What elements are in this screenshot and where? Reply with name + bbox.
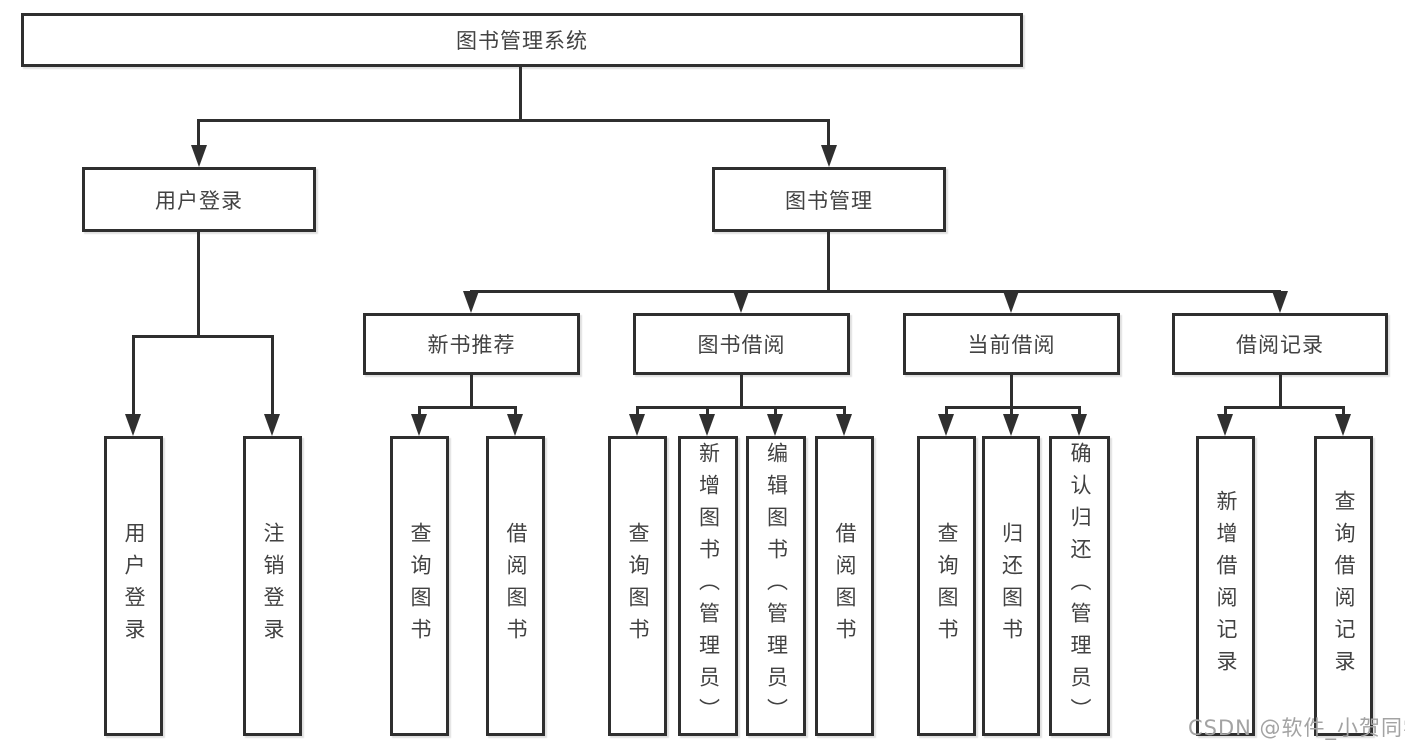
arrow-down-icon [821,145,837,167]
leaf-add-borrow-record: 新增借阅记录 [1196,436,1255,736]
connector-line [827,119,830,147]
leaf-borrowing-borrow-books: 借阅图书 [815,436,874,736]
arrow-down-icon [463,291,479,313]
connector-line [774,406,777,417]
leaf-logout: 注销登录 [243,436,302,736]
connector-line [740,375,743,407]
node-user-login: 用户登录 [82,167,316,232]
leaf-label: 确认归还（管理员） [1068,442,1092,730]
connector-line [1224,406,1227,417]
leaf-label: 归还图书 [999,522,1024,650]
node-label: 图书管理系统 [456,29,588,53]
leaf-label: 借阅图书 [833,522,857,650]
arrow-down-icon [1071,414,1087,436]
leaf-label: 新增借阅记录 [1214,490,1238,682]
leaf-return-books: 归还图书 [982,436,1040,736]
csdn-watermark: CSDN @软件_小贺同学 [1188,716,1405,740]
arrow-down-icon [264,414,280,436]
connector-line [827,232,830,291]
arrow-down-icon [629,414,645,436]
connector-line [1224,406,1345,409]
connector-line [470,290,1281,293]
arrow-down-icon [191,145,207,167]
connector-line [470,375,473,407]
connector-line [197,119,200,147]
node-current-borrowing: 当前借阅 [903,313,1120,375]
connector-line [636,406,846,409]
node-book-borrowing: 图书借阅 [633,313,850,375]
arrow-down-icon [1217,414,1233,436]
arrow-down-icon [507,414,523,436]
arrow-down-icon [836,414,852,436]
leaf-label: 用户登录 [122,522,146,650]
arrow-down-icon [1003,291,1019,313]
connector-line [945,406,1081,409]
node-label: 当前借阅 [967,333,1056,357]
node-label: 用户登录 [155,188,243,213]
node-label: 借阅记录 [1236,333,1324,357]
arrow-down-icon [733,291,749,313]
node-new-book-recommendation: 新书推荐 [363,313,580,375]
node-label: 图书借阅 [697,333,786,357]
arrow-down-icon [699,414,715,436]
arrow-down-icon [1335,414,1351,436]
leaf-confirm-return-admin: 确认归还（管理员） [1049,436,1110,736]
arrow-down-icon [125,414,141,436]
leaf-user-login: 用户登录 [104,436,163,736]
connector-line [1078,406,1081,417]
arrow-down-icon [1003,414,1019,436]
leaf-label: 查询图书 [935,522,959,650]
connector-line [197,232,200,336]
connector-line [197,119,830,122]
connector-line [843,406,846,417]
leaf-label: 借阅图书 [504,522,528,650]
connector-line [1279,375,1282,407]
leaf-borrowing-query-books: 查询图书 [608,436,667,736]
connector-line [519,67,522,120]
arrow-down-icon [1272,291,1288,313]
leaf-current-query-books: 查询图书 [917,436,976,736]
connector-line [945,406,948,417]
node-label: 图书管理 [785,188,873,213]
leaf-label: 查询图书 [626,522,650,650]
arrow-down-icon [411,414,427,436]
node-label: 新书推荐 [427,333,516,357]
connector-line [1342,406,1345,417]
connector-line [706,406,709,417]
leaf-label: 新增图书（管理员） [696,442,721,730]
leaf-label: 查询借阅记录 [1332,490,1356,682]
leaf-add-books-admin: 新增图书（管理员） [678,436,738,736]
connector-line [132,335,135,416]
leaf-label: 编辑图书（管理员） [764,442,789,730]
arrow-down-icon [938,414,954,436]
connector-line [1010,406,1013,417]
node-book-management: 图书管理 [712,167,946,232]
node-borrowing-records: 借阅记录 [1172,313,1388,375]
connector-line [1010,375,1013,407]
node-library-management-system: 图书管理系统 [21,13,1023,67]
connector-line [418,406,517,409]
leaf-recommend-query-books: 查询图书 [390,436,449,736]
leaf-label: 注销登录 [261,522,285,650]
connector-line [514,406,517,417]
leaf-recommend-borrow-books: 借阅图书 [486,436,545,736]
leaf-query-borrow-record: 查询借阅记录 [1314,436,1373,736]
connector-line [271,335,274,416]
leaf-edit-books-admin: 编辑图书（管理员） [746,436,806,736]
connector-line [418,406,421,417]
connector-line [636,406,639,417]
connector-line [132,335,274,338]
arrow-down-icon [767,414,783,436]
leaf-label: 查询图书 [408,522,432,650]
